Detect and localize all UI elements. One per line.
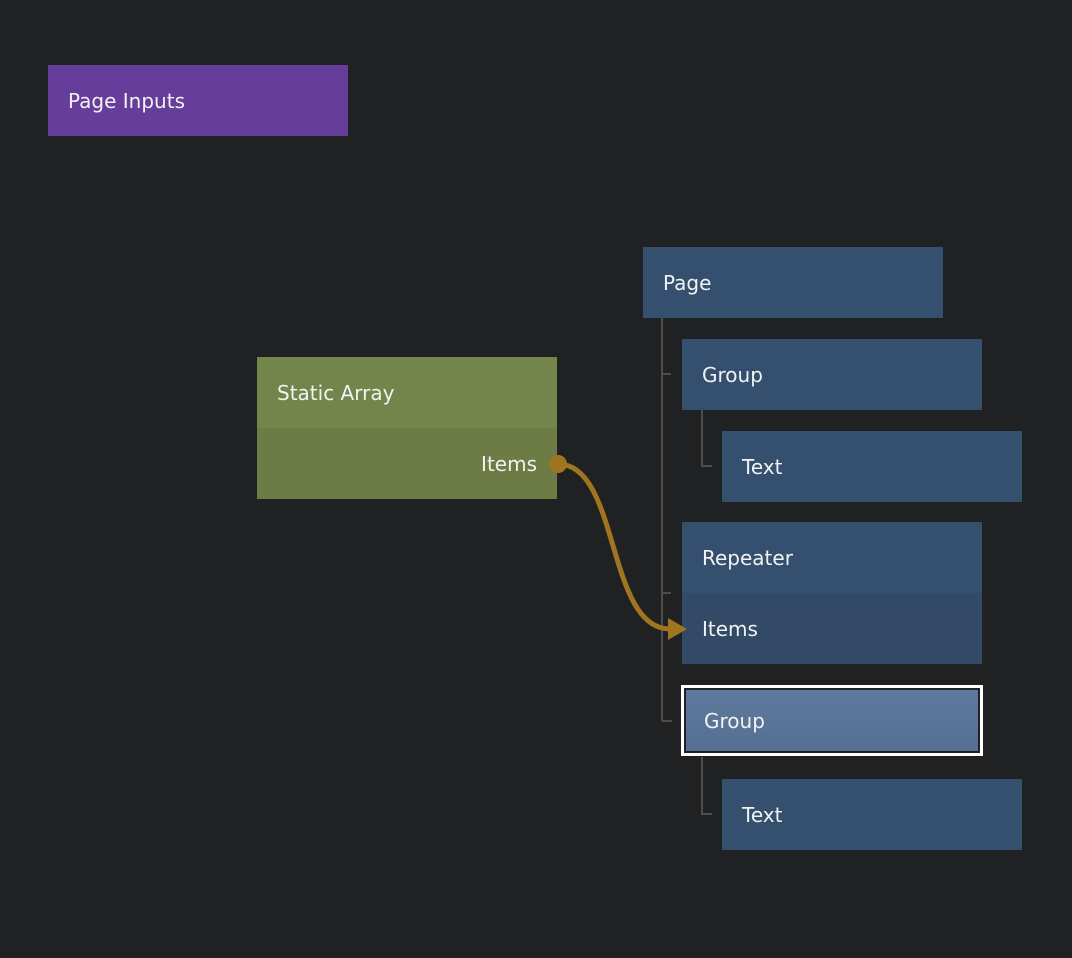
binding-wire (557, 461, 671, 632)
node-group-selected[interactable]: Group (681, 685, 983, 756)
node-page-label: Page (663, 270, 712, 295)
node-text-1-label: Text (742, 454, 783, 479)
node-static-array-header[interactable]: Static Array (257, 357, 557, 428)
node-text-2-label: Text (742, 802, 783, 827)
node-group-selected-label: Group (704, 708, 765, 733)
node-group-selected-header[interactable]: Group (684, 688, 980, 753)
node-page-inputs[interactable]: Page Inputs (48, 65, 348, 136)
node-static-array[interactable]: Static Array Items (257, 357, 557, 499)
tree-branch-text-2 (701, 757, 712, 815)
node-group-1-header[interactable]: Group (682, 339, 982, 410)
node-static-array-items-row[interactable]: Items (257, 428, 557, 499)
node-group-1[interactable]: Group (682, 339, 982, 410)
node-repeater[interactable]: Repeater Items (682, 522, 982, 664)
repeater-items-port-label: Items (702, 616, 758, 641)
node-group-1-label: Group (702, 362, 763, 387)
node-static-array-title: Static Array (277, 380, 395, 405)
node-page-inputs-label: Page Inputs (68, 88, 185, 113)
tree-branch-text-1 (701, 410, 712, 467)
node-text-2-header[interactable]: Text (722, 779, 1022, 850)
node-text-1[interactable]: Text (722, 431, 1022, 502)
node-text-1-header[interactable]: Text (722, 431, 1022, 502)
node-repeater-header[interactable]: Repeater (682, 522, 982, 593)
node-page[interactable]: Page (643, 247, 943, 318)
node-repeater-title: Repeater (702, 545, 793, 570)
node-page-header[interactable]: Page (643, 247, 943, 318)
node-text-2[interactable]: Text (722, 779, 1022, 850)
static-array-items-port-label: Items (481, 451, 537, 476)
node-repeater-items-row[interactable]: Items (682, 593, 982, 664)
node-page-inputs-header[interactable]: Page Inputs (48, 65, 348, 136)
